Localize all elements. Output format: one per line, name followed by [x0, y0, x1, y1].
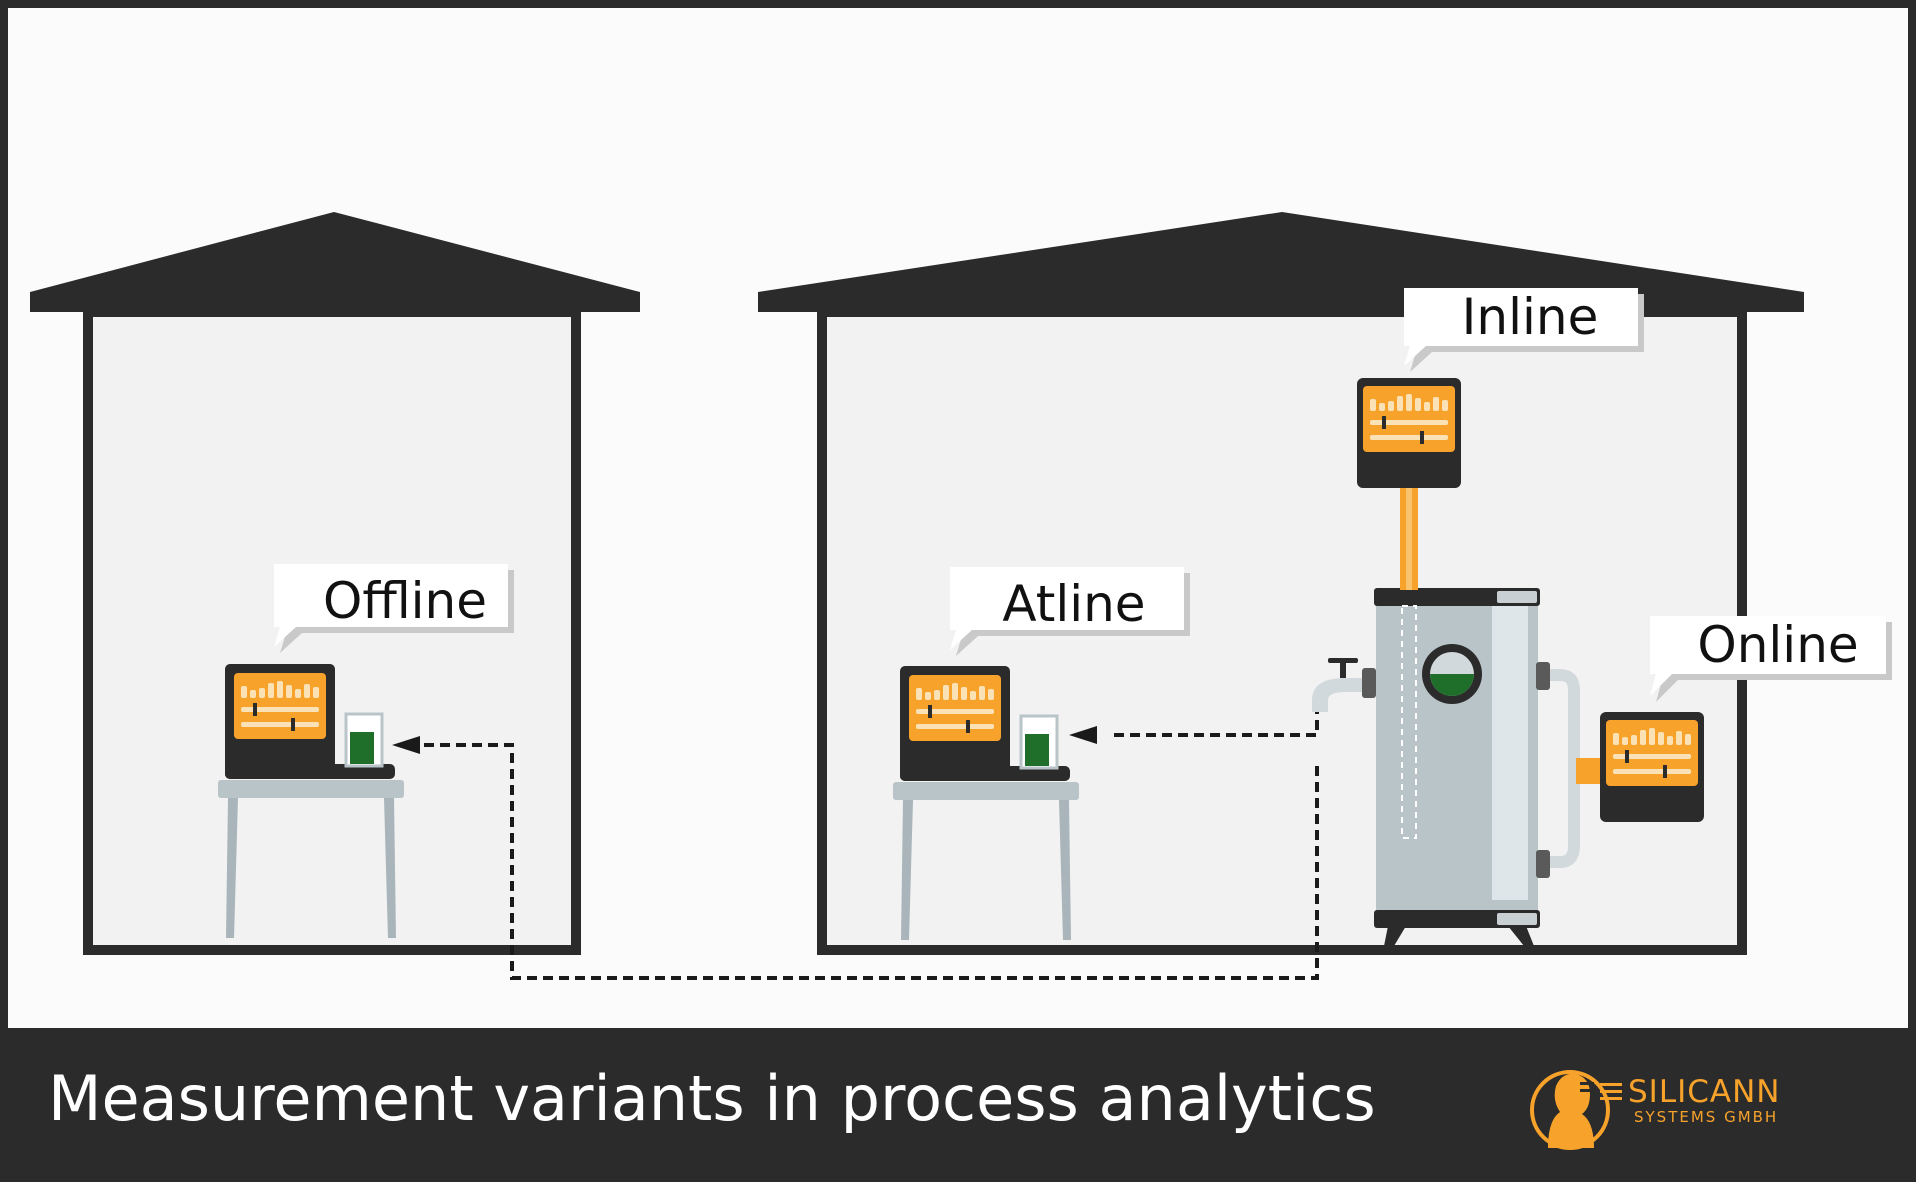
process-vessel [1312, 588, 1604, 946]
offline-analyzer [225, 664, 395, 779]
logo-subtitle: SYSTEMS GMBH [1634, 1108, 1778, 1126]
offline-label: Offline [323, 572, 487, 630]
production-roof [758, 212, 1804, 312]
atline-callout: Atline [950, 567, 1190, 656]
inline-analyzer [1357, 378, 1461, 488]
atline-analyzer-screen [909, 675, 1001, 741]
online-callout: Online [1650, 616, 1892, 702]
atline-arrow-head [1069, 726, 1097, 744]
bypass-loop [1540, 669, 1580, 868]
silicann-logo: SILICANN SYSTEMS GMBH [1530, 1070, 1780, 1150]
atline-analyzer [900, 666, 1070, 781]
online-analyzer-screen [1606, 720, 1698, 786]
sample-path-to-atline [1114, 704, 1319, 737]
atline-label: Atline [1002, 575, 1145, 633]
inline-callout: Inline [1404, 288, 1644, 372]
atline-sample-beaker [1019, 714, 1059, 770]
sampling-tap [1312, 678, 1368, 712]
offline-sample-beaker [344, 712, 384, 768]
logo-name: SILICANN [1628, 1074, 1780, 1110]
caption-title: Measurement variants in process analytic… [48, 1062, 1376, 1135]
production-building [758, 212, 1804, 955]
inline-label: Inline [1462, 288, 1599, 346]
sample-path-to-offline [420, 743, 1319, 980]
online-analyzer [1600, 712, 1704, 822]
offline-arrow-head [392, 736, 420, 754]
offline-callout: Offline [274, 564, 514, 653]
offline-roof [30, 212, 640, 312]
offline-analyzer-screen [234, 673, 326, 739]
online-label: Online [1697, 616, 1858, 674]
caption-bar [0, 1030, 1916, 1182]
inline-analyzer-screen [1363, 386, 1455, 452]
